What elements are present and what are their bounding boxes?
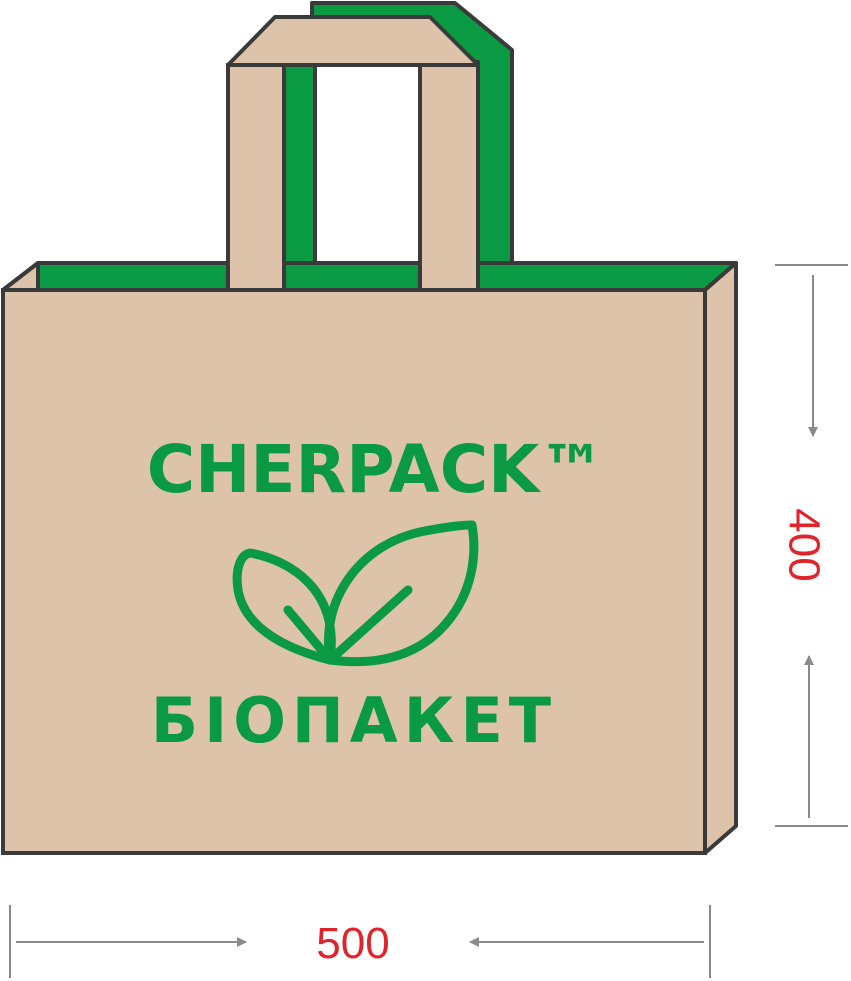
bag-side-panel: [703, 261, 738, 855]
brand-name: CHERPACK™: [147, 431, 606, 508]
leaf-sprout-icon: [232, 520, 479, 667]
bag-left-fold: [1, 261, 40, 292]
bag-front-panel: [1, 288, 707, 855]
bag-interior: [1, 261, 738, 292]
product-subtitle: БІОПАКЕТ: [151, 684, 557, 757]
front-handle: [226, 15, 480, 292]
width-label: 500: [316, 919, 389, 968]
width-dimension: 500: [9, 905, 711, 978]
height-dimension: 400: [775, 264, 848, 827]
height-label: 400: [779, 508, 828, 581]
